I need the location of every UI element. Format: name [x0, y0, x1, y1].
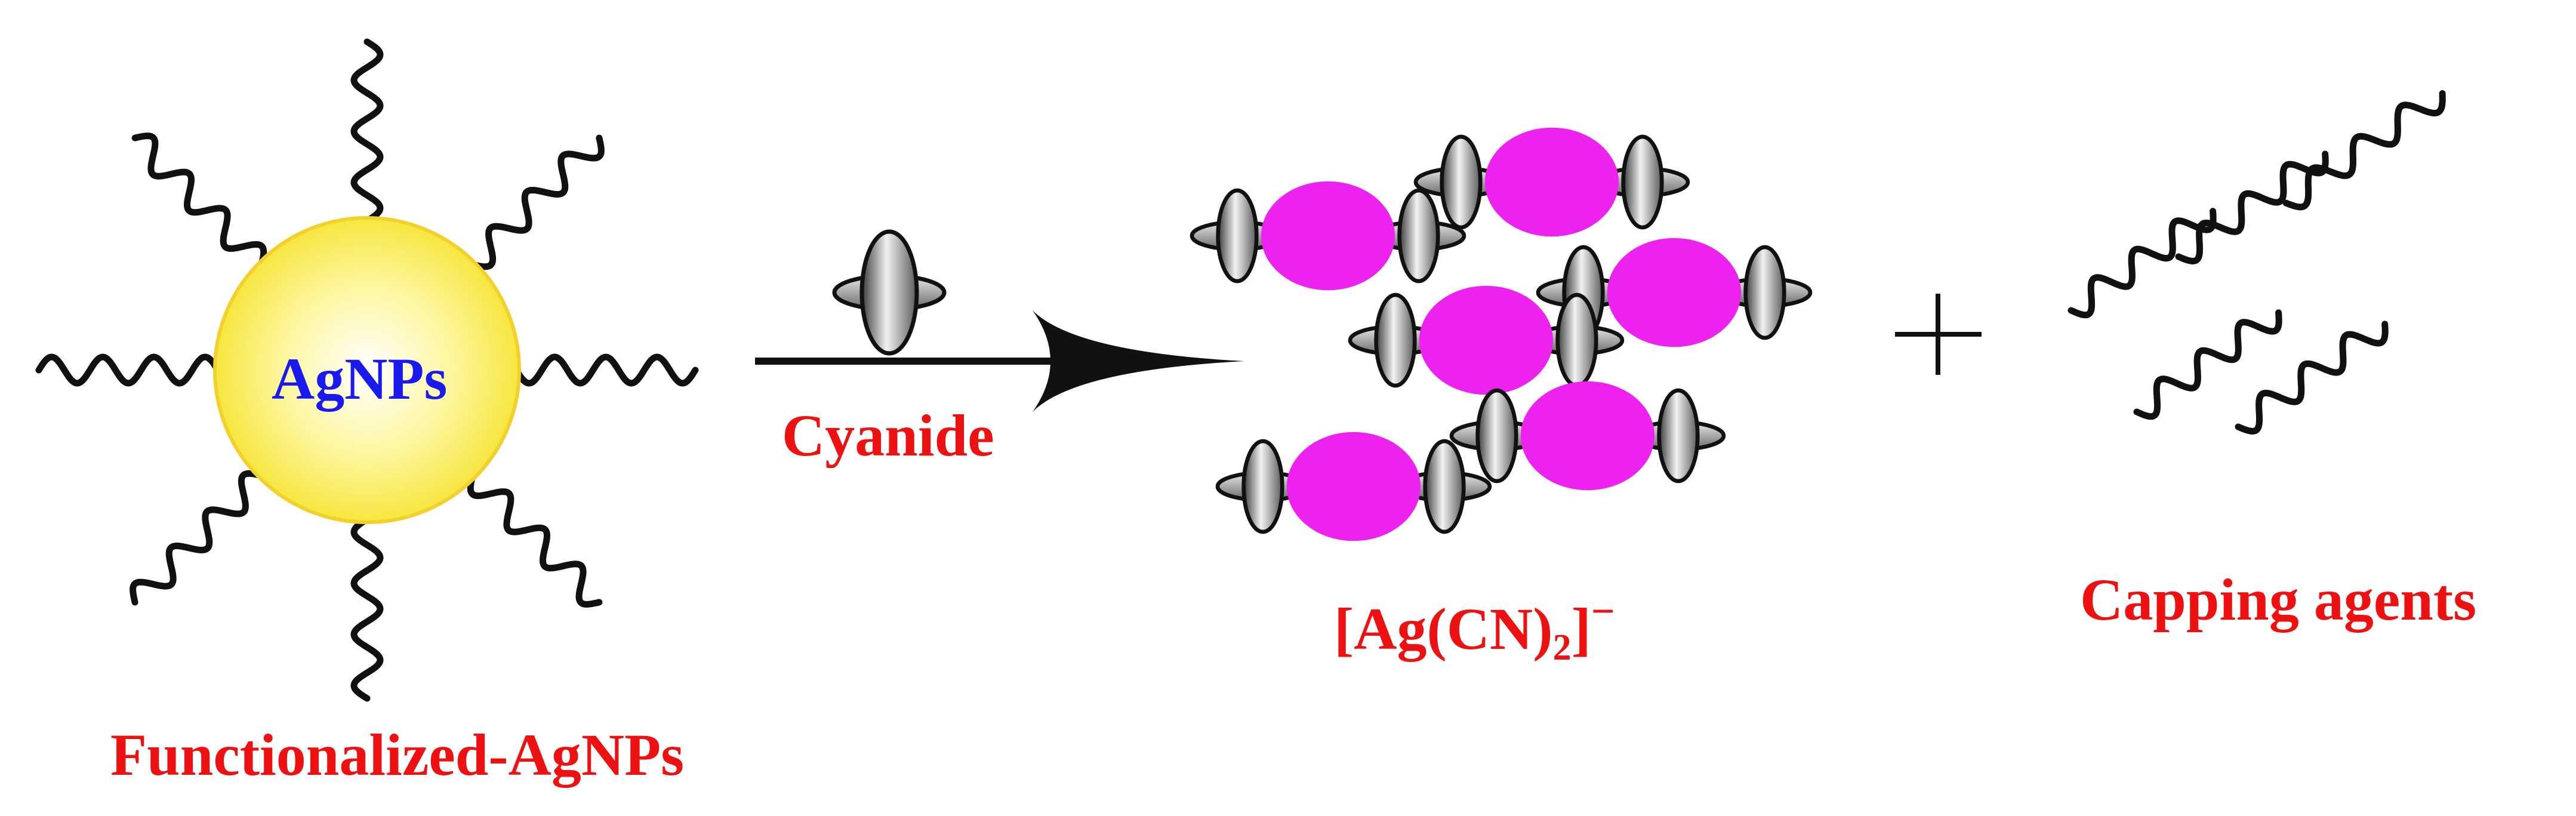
- cyanide-ligand: [1631, 388, 1726, 484]
- cyanide-ion-icon: [832, 229, 947, 356]
- plus-sign: [1895, 294, 1982, 375]
- cyanide-label: Cyanide: [782, 402, 994, 469]
- free-capping-agent: [2235, 321, 2389, 435]
- silver-nanoparticle: [213, 216, 521, 524]
- complex-label: [Ag(CN)2]−: [1334, 589, 1615, 668]
- arrow-head: [1033, 310, 1244, 412]
- ag-cn2-complex: [1348, 285, 1625, 395]
- ag-cn2-complex: [1536, 238, 1813, 347]
- silver-ion: [1520, 381, 1655, 491]
- ag-cn2-complex: [1215, 432, 1492, 541]
- nanoparticle-ligands: [35, 38, 699, 702]
- capping-agents-label: Capping agents: [2080, 566, 2477, 633]
- free-capping-agent: [2282, 90, 2446, 211]
- silver-ion: [1286, 432, 1421, 541]
- cyanide-ligand: [1413, 134, 1509, 230]
- silver-ion: [1261, 181, 1395, 291]
- cyanide-ligand: [1449, 388, 1545, 484]
- capping-ligand: [130, 470, 265, 606]
- dicyanoargentate-complexes: [1190, 127, 1813, 541]
- reaction-arrow: [755, 310, 1244, 412]
- cyanide-ligand: [1348, 292, 1443, 388]
- free-capping-agent: [2067, 208, 2217, 319]
- ag-cn2-complex: [1413, 127, 1690, 237]
- capping-ligand: [469, 134, 605, 270]
- capping-ligand: [513, 353, 699, 387]
- capping-ligand: [350, 516, 384, 702]
- free-capping-agent: [2133, 309, 2282, 420]
- ag-cn2-complex: [1449, 381, 1726, 491]
- complex-subscript: 2: [1552, 627, 1572, 668]
- functionalized-agnps-label: Functionalized-AgNPs: [110, 722, 685, 788]
- nanoparticle-label: AgNPs: [272, 346, 448, 412]
- cyanide-ligand: [1397, 439, 1492, 534]
- complex-charge: −: [1591, 589, 1615, 635]
- capping-ligand: [467, 472, 603, 608]
- complex-formula: [Ag(CN): [1334, 596, 1553, 662]
- free-capping-agent: [2175, 150, 2329, 264]
- silver-ion: [1607, 238, 1742, 347]
- silver-ion: [1419, 285, 1554, 395]
- cyanide-ligand: [1529, 292, 1625, 388]
- cyanide-ligand: [1190, 188, 1285, 284]
- capping-ligand: [350, 38, 384, 224]
- capping-ligand: [35, 353, 221, 387]
- silver-ion: [1484, 127, 1619, 237]
- cyanide-ligand: [1536, 245, 1631, 340]
- cyanide-ligand: [1595, 134, 1690, 230]
- free-capping-agents: [2067, 90, 2446, 435]
- ag-cn2-complex: [1190, 181, 1466, 291]
- cyanide-molecule: [832, 229, 947, 356]
- capping-ligand: [131, 133, 267, 268]
- complex-bracket: ]: [1571, 596, 1591, 662]
